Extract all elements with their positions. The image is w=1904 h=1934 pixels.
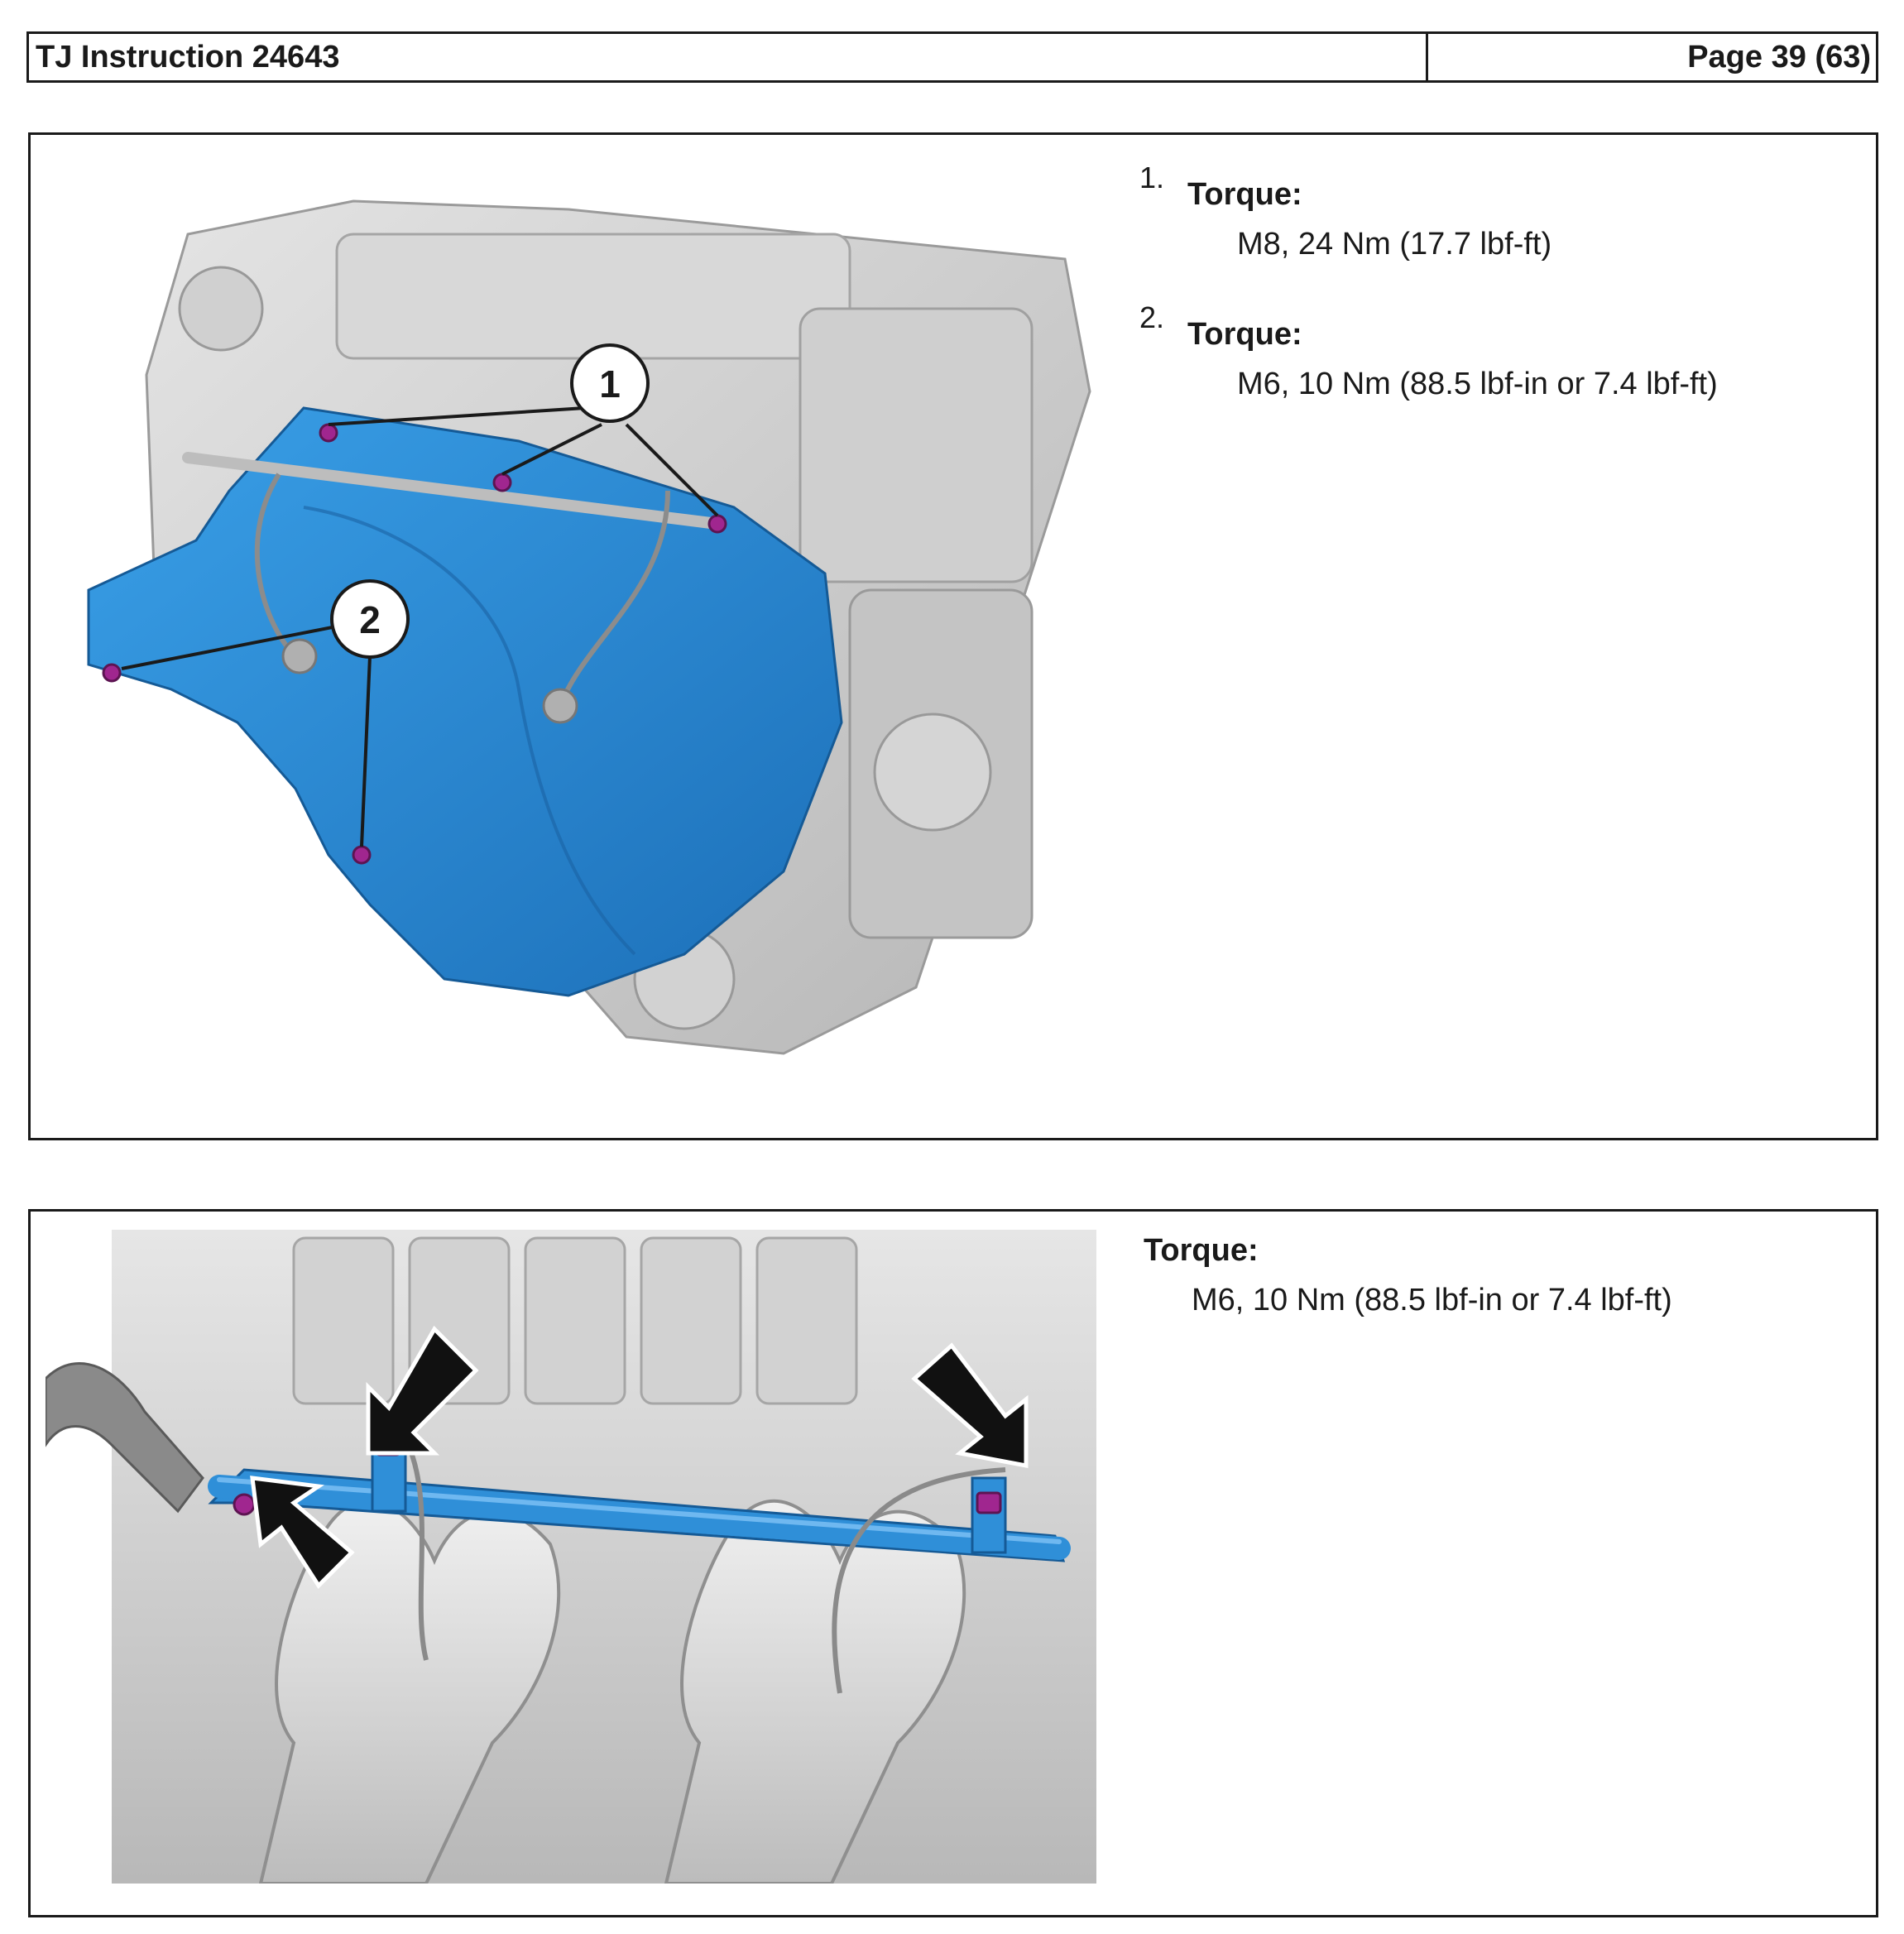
exhaust-manifold-shapes [258,1500,966,1884]
instruction-panel-1: 1 2 1. Torque: M8, 24 Nm (17.7 lbf-ft) 2… [28,132,1878,1140]
callout-2: 2 [330,579,410,659]
document-title: TJ Instruction 24643 [29,34,1428,80]
torque-heading: Torque: [1144,1233,1259,1268]
step-1-spec: M8, 24 Nm (17.7 lbf-ft) [1237,226,1552,262]
step-2-number: 2. [1139,300,1165,335]
callout-2-label: 2 [359,598,381,641]
callout-2-leaders [121,621,372,847]
step-1-heading: Torque: [1187,177,1302,212]
torque-spec: M6, 10 Nm (88.5 lbf-in or 7.4 lbf-ft) [1192,1282,1672,1317]
document-header: TJ Instruction 24643 Page 39 (63) [26,31,1878,83]
heat-shield-bracket-illustration [46,1230,1096,1884]
pointer-arrows [250,1325,1029,1589]
callout-1-label: 1 [599,362,621,406]
step-1-number: 1. [1139,161,1165,194]
heat-shield-illustration: 1 2 [87,199,1091,1055]
step-1: 1. Torque: M8, 24 Nm (17.7 lbf-ft) [1139,160,1718,263]
callout-1-leaders [328,406,719,517]
instruction-panel-2: Torque: M6, 10 Nm (88.5 lbf-in or 7.4 lb… [28,1209,1878,1917]
step-list: 1. Torque: M8, 24 Nm (17.7 lbf-ft) 2. To… [1139,160,1718,439]
step-2-spec: M6, 10 Nm (88.5 lbf-in or 7.4 lbf-ft) [1237,366,1718,401]
torque-note: Torque: M6, 10 Nm (88.5 lbf-in or 7.4 lb… [1144,1232,1672,1319]
step-2-heading: Torque: [1187,317,1302,353]
callout-1: 1 [570,343,650,423]
page-number: Page 39 (63) [1687,39,1871,74]
step-2: 2. Torque: M6, 10 Nm (88.5 lbf-in or 7.4… [1139,300,1718,403]
